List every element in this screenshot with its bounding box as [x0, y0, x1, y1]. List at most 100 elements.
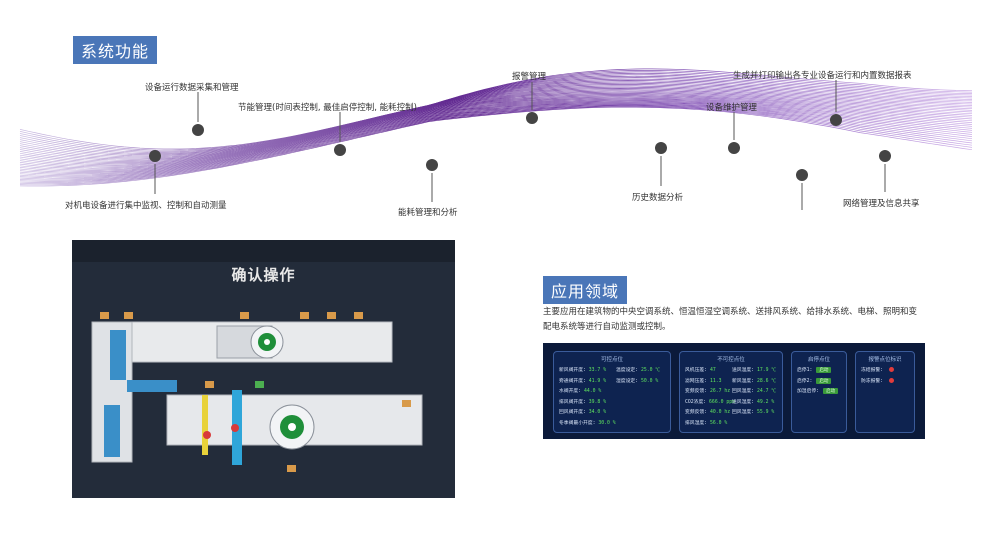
- status-badge: 启动: [816, 367, 832, 373]
- wave-line: [19, 77, 973, 157]
- data-row: 回风湿度: 55.9 %: [732, 408, 774, 415]
- marker-report-dot: [830, 114, 842, 126]
- box-title: 启停点位: [807, 357, 830, 363]
- wave-line: [19, 106, 973, 186]
- feature-wave-diagram: [19, 68, 973, 210]
- data-row: 风机压差: 47: [685, 366, 716, 373]
- row-label: 湿度设定:: [616, 378, 639, 384]
- row-label: 防冻报警:: [861, 378, 884, 384]
- data-row: 冻结报警:: [861, 366, 895, 373]
- row-label: 新风温度:: [732, 378, 755, 384]
- row-value: 30.0 %: [595, 420, 616, 426]
- data-row: 回风温度: 24.7 ℃: [732, 387, 776, 394]
- wave-line: [19, 71, 973, 152]
- row-value: 55.9 %: [754, 410, 775, 415]
- row-label: 回风温度:: [732, 389, 755, 394]
- row-value: 47: [707, 368, 716, 373]
- feature-label-collect: 设备运行数据采集和管理: [145, 83, 239, 93]
- marker-energy-analysis-dot: [426, 159, 438, 171]
- row-value: 50.0 %: [638, 378, 659, 384]
- data-row: 新风温度: 28.6 ℃: [732, 377, 776, 384]
- row-label: 送风温度:: [732, 368, 755, 373]
- row-label: 回风阀开度:: [559, 410, 586, 415]
- row-value: 25.0 ℃: [638, 368, 661, 373]
- feature-markers: [149, 80, 891, 210]
- data-row: 变频反馈: 26.7 hz: [685, 387, 730, 394]
- row-label: 送风湿度:: [732, 399, 755, 405]
- row-value: 56.0 %: [707, 420, 728, 426]
- wave-line: [19, 100, 973, 178]
- row-value: 24.7 ℃: [754, 389, 777, 394]
- row-value: 39.8 %: [585, 399, 607, 405]
- ahu-control-panel-image: 确认操作: [72, 240, 455, 498]
- data-row: 防冻报警:: [861, 377, 895, 384]
- row-label: CO2浓度:: [685, 399, 707, 405]
- data-row: 回风阀开度: 34.0 %: [559, 408, 606, 415]
- section-title-application: 应用领域: [543, 276, 628, 304]
- row-label: 风机压差:: [685, 368, 708, 373]
- data-row: 启停1:启动: [797, 366, 832, 373]
- wave-line: [19, 85, 973, 163]
- box-title: 可控点位: [600, 357, 623, 363]
- wave-line: [19, 90, 973, 168]
- row-label: 变频反馈:: [685, 410, 708, 415]
- marker-alarm-dot: [526, 112, 538, 124]
- data-row: 新风阀开度: 33.7 %: [559, 366, 606, 373]
- wave-line: [19, 86, 973, 165]
- wave-line: [19, 82, 973, 161]
- wave-line: [19, 97, 973, 175]
- data-row: 冬季阀最小开度: 30.0 %: [559, 419, 616, 426]
- marker-extra-dot: [796, 169, 808, 181]
- wave-line: [19, 88, 973, 166]
- wave-line: [19, 80, 973, 159]
- row-label: 温度设定:: [616, 368, 639, 373]
- data-row: 变频反馈: 40.0 hz: [685, 408, 730, 415]
- ahu-diagram: [72, 240, 455, 498]
- wave-line: [19, 78, 973, 158]
- start-stop-points-box: 启停点位 启停1:启动启停2:启动加湿启停:启动: [791, 351, 847, 433]
- row-label: 加湿启停:: [797, 389, 820, 394]
- row-value: 40.0 hz: [707, 410, 731, 415]
- row-label: 水阀开度:: [559, 389, 582, 394]
- row-label: 新风阀开度:: [559, 368, 586, 373]
- data-row: 送风温度: 17.9 ℃: [732, 366, 776, 373]
- wave-line: [19, 106, 973, 187]
- row-label: 回风湿度:: [732, 410, 755, 415]
- marker-collect-dot: [192, 124, 204, 136]
- row-value: 26.7 hz: [707, 389, 731, 394]
- wave-line: [19, 96, 973, 173]
- box-title: 报警点位标识: [868, 357, 902, 363]
- wave-line: [19, 98, 973, 176]
- marker-monitor-dot: [149, 150, 161, 162]
- wave-line: [19, 70, 973, 151]
- row-value: 49.2 %: [754, 399, 775, 405]
- row-label: 启停1:: [797, 368, 813, 373]
- wave-line: [19, 104, 973, 183]
- wave-line: [19, 105, 973, 185]
- row-label: 排风湿度:: [685, 420, 708, 426]
- row-label: 变频反馈:: [685, 389, 708, 394]
- row-label: 启停2:: [797, 378, 813, 384]
- wave-line: [19, 103, 973, 181]
- feature-label-energy-analysis: 能耗管理和分析: [398, 208, 458, 218]
- marker-maintain-dot: [728, 142, 740, 154]
- data-row: 水阀开度: 44.0 %: [559, 387, 601, 394]
- row-value: 34.0 %: [585, 410, 607, 415]
- feature-label-monitor: 对机电设备进行集中监视、控制和自动测量: [65, 201, 227, 211]
- wave-line: [19, 91, 973, 169]
- panel-title: 确认操作: [231, 266, 296, 284]
- wave-ribbon: [19, 68, 973, 187]
- wave-line: [19, 81, 973, 160]
- box-title: 不可控点位: [717, 357, 745, 363]
- wave-line: [19, 94, 973, 171]
- row-label: 冻结报警:: [861, 368, 884, 373]
- data-row: 排风湿度: 56.0 %: [685, 419, 727, 426]
- wave-line: [19, 89, 973, 167]
- wave-line: [19, 84, 973, 162]
- row-value: 17.9 ℃: [754, 368, 777, 373]
- marker-network-dot: [879, 150, 891, 162]
- feature-label-alarm: 报警管理: [512, 72, 547, 82]
- row-label: 旁通阀开度:: [559, 378, 586, 384]
